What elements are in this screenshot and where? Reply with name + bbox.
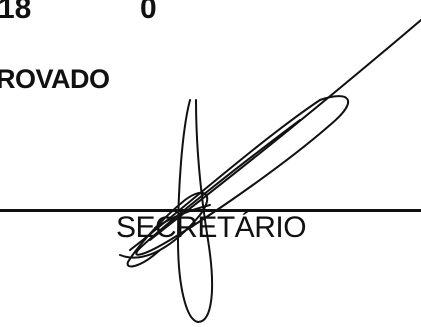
header-number-left: 18 <box>0 0 32 25</box>
status-label: ROVADO <box>0 64 110 94</box>
signature-role-label: SECRETÁRIO <box>116 211 307 244</box>
header-number-right: 0 <box>140 0 157 25</box>
